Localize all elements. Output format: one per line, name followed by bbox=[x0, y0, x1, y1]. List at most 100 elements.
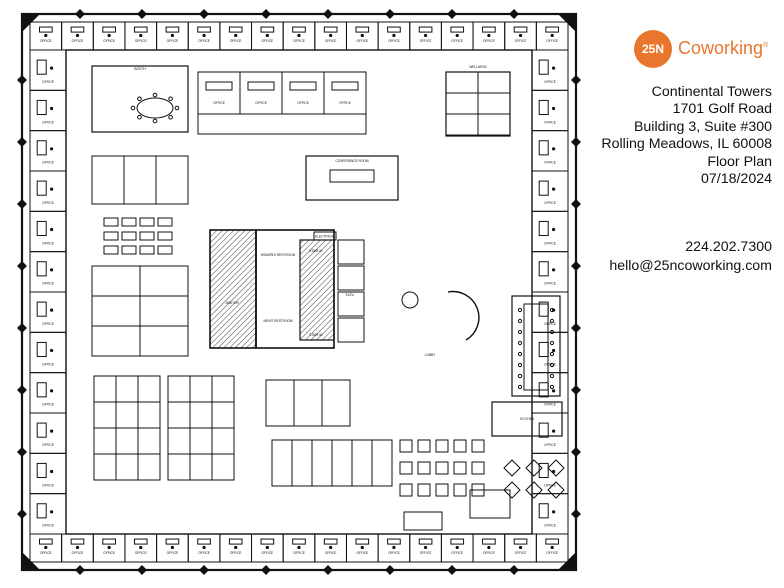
inner-office bbox=[137, 375, 161, 403]
conference-chair bbox=[168, 114, 173, 120]
inner-office bbox=[93, 453, 117, 481]
inner-office bbox=[189, 427, 213, 455]
boardroom-table bbox=[523, 303, 549, 391]
chair bbox=[487, 545, 491, 550]
perimeter-column bbox=[75, 9, 85, 19]
chair bbox=[44, 545, 48, 550]
inner-office bbox=[139, 295, 189, 327]
office-label: OFFICE bbox=[544, 322, 556, 326]
inner-office bbox=[331, 439, 353, 487]
desk bbox=[538, 59, 549, 75]
office-label: OFFICE bbox=[42, 241, 54, 245]
office-label: OFFICE bbox=[262, 551, 274, 555]
chair bbox=[202, 545, 206, 550]
desk bbox=[165, 538, 180, 545]
workstation-desk bbox=[103, 231, 119, 241]
floor-plan: OFFICE OFFICE OFFICE OFFICE OFFICE OFFICE OFFI… bbox=[17, 9, 581, 575]
chair bbox=[329, 33, 333, 38]
office-label: OFFICE bbox=[42, 524, 54, 528]
inner-office bbox=[445, 71, 479, 94]
perimeter-column bbox=[17, 199, 27, 209]
perimeter-column bbox=[17, 75, 27, 85]
conference-room-2 bbox=[305, 155, 399, 201]
cafe-table bbox=[453, 483, 467, 497]
desk bbox=[289, 81, 317, 91]
left-office bbox=[29, 49, 67, 91]
inner-office bbox=[137, 401, 161, 429]
office-label: OFFICE bbox=[72, 551, 84, 555]
inner-office bbox=[445, 113, 479, 136]
furniture bbox=[36, 26, 565, 550]
desk bbox=[355, 26, 370, 33]
office-label: OFFICE bbox=[339, 101, 351, 105]
cafe-table-diamond bbox=[547, 481, 565, 499]
desk bbox=[133, 26, 148, 33]
office-label: OFFICE bbox=[198, 39, 210, 43]
boardroom-chair bbox=[517, 329, 523, 335]
corner-column bbox=[558, 552, 576, 570]
desk bbox=[513, 538, 528, 545]
office-label: OFFICE bbox=[544, 524, 556, 528]
chair bbox=[392, 545, 396, 550]
perimeter-column bbox=[17, 447, 27, 457]
perimeter-column bbox=[17, 385, 27, 395]
boardroom-chair bbox=[517, 362, 523, 368]
chair bbox=[329, 545, 333, 550]
office-label: OFFICE bbox=[325, 551, 337, 555]
desk bbox=[102, 26, 116, 33]
perimeter-column bbox=[571, 137, 581, 147]
perimeter-column bbox=[199, 565, 209, 575]
office-label: OFFICE bbox=[230, 39, 242, 43]
cafe-table bbox=[453, 439, 467, 453]
boardroom-chair bbox=[549, 373, 555, 379]
inner-office bbox=[115, 427, 139, 455]
corner-column bbox=[22, 552, 40, 570]
office-label: OFFICE bbox=[544, 241, 556, 245]
boardroom-chair bbox=[517, 340, 523, 346]
right-office bbox=[531, 49, 569, 91]
desk bbox=[331, 81, 359, 91]
conference-chair bbox=[152, 92, 158, 98]
inner-office bbox=[323, 71, 367, 115]
perimeter-column bbox=[571, 261, 581, 271]
inner-office bbox=[477, 92, 511, 115]
perimeter-column bbox=[509, 9, 519, 19]
boardroom-chair bbox=[549, 362, 555, 368]
left-office bbox=[29, 251, 67, 293]
desk bbox=[450, 538, 465, 545]
booth-label: BOOTH bbox=[134, 67, 146, 71]
desk bbox=[36, 180, 47, 196]
inner-office bbox=[281, 71, 325, 115]
perimeter-column bbox=[571, 447, 581, 457]
inner-office bbox=[93, 375, 117, 403]
chair bbox=[552, 147, 556, 151]
inner-office bbox=[197, 71, 241, 115]
left-office bbox=[29, 170, 67, 212]
chair bbox=[552, 66, 556, 70]
boardroom-chair bbox=[517, 318, 523, 324]
cafe-table bbox=[417, 483, 431, 497]
workstation-desk bbox=[157, 245, 173, 255]
office-label: OFFICE bbox=[40, 551, 52, 555]
chair bbox=[552, 106, 556, 111]
chair bbox=[423, 545, 428, 550]
desk bbox=[197, 538, 211, 545]
workstation-desk bbox=[139, 231, 155, 241]
elevator bbox=[337, 239, 365, 265]
electrical-label: ELECTRICAL bbox=[315, 235, 335, 239]
office-label: OFFICE bbox=[546, 39, 558, 43]
workstation-desk bbox=[121, 217, 137, 227]
cafe-table-diamond bbox=[525, 459, 543, 477]
kitchen-label: KITCHEN bbox=[520, 417, 535, 421]
chair bbox=[265, 33, 269, 38]
chair bbox=[75, 33, 80, 38]
boardroom-chair bbox=[549, 329, 555, 335]
desk bbox=[36, 341, 47, 358]
workstation-desk bbox=[103, 245, 119, 255]
desk bbox=[70, 538, 85, 545]
desk bbox=[418, 538, 433, 545]
chair bbox=[552, 268, 556, 272]
inner-office-strip bbox=[197, 113, 367, 135]
chair bbox=[550, 545, 554, 550]
left-office bbox=[29, 331, 67, 374]
